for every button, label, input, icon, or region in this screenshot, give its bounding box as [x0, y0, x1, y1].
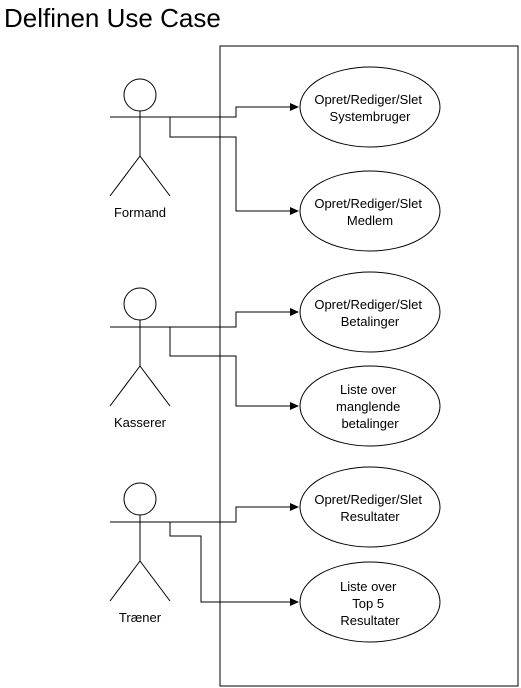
- use-case-uc4: Liste over manglende betalinger: [299, 365, 441, 447]
- use-case-uc6: Liste over Top 5 Resultater: [299, 561, 441, 643]
- actor-right-leg: [139, 155, 171, 197]
- use-case-ellipse: [299, 365, 441, 447]
- actor-head: [123, 287, 157, 321]
- use-case-uc1: Opret/Rediger/Slet Systembruger: [299, 66, 441, 148]
- actor-kasserer: Kasserer: [109, 287, 171, 430]
- association-kasserer-uc3: [170, 308, 299, 328]
- actor-right-leg: [139, 560, 171, 602]
- use-case-ellipse: [299, 466, 441, 548]
- use-case-ellipse: [299, 170, 441, 252]
- use-case-uc2: Opret/Rediger/Slet Medlem: [299, 170, 441, 252]
- association-traener-uc5: [170, 503, 299, 523]
- use-case-label: Liste over Top 5 Resultater: [340, 579, 400, 628]
- use-case-label: Liste over manglende betalinger: [336, 382, 404, 431]
- diagram-title: Delfinen Use Case: [4, 3, 221, 33]
- use-case-ellipse: [299, 66, 441, 148]
- actor-label: Træner: [119, 610, 162, 625]
- association-kasserer-uc4: [169, 327, 299, 410]
- use-case-label: Opret/Rediger/Slet Resultater: [314, 492, 425, 524]
- association-formand-uc2: [169, 117, 299, 215]
- actor-traener: Træner: [109, 482, 171, 625]
- use-case-ellipse: [299, 271, 441, 353]
- actor-head: [123, 78, 157, 112]
- actor-left-leg: [109, 155, 141, 197]
- association-traener-uc6: [169, 522, 299, 606]
- actor-formand: Formand: [109, 78, 171, 220]
- use-case-label: Opret/Rediger/Slet Betalinger: [314, 297, 425, 329]
- use-case-uc5: Opret/Rediger/Slet Resultater: [299, 466, 441, 548]
- actor-head: [123, 482, 157, 516]
- actor-label: Formand: [114, 205, 166, 220]
- actor-left-leg: [109, 560, 141, 602]
- use-case-label: Opret/Rediger/Slet Medlem: [314, 196, 425, 228]
- actor-label: Kasserer: [114, 415, 167, 430]
- association-formand-uc1: [170, 103, 299, 118]
- connectors: [169, 103, 299, 606]
- use-case-label: Opret/Rediger/Slet Systembruger: [314, 92, 425, 124]
- use-case-uc3: Opret/Rediger/Slet Betalinger: [299, 271, 441, 353]
- actor-right-leg: [139, 365, 171, 407]
- use-case-ellipse: [299, 561, 441, 643]
- actor-left-leg: [109, 365, 141, 407]
